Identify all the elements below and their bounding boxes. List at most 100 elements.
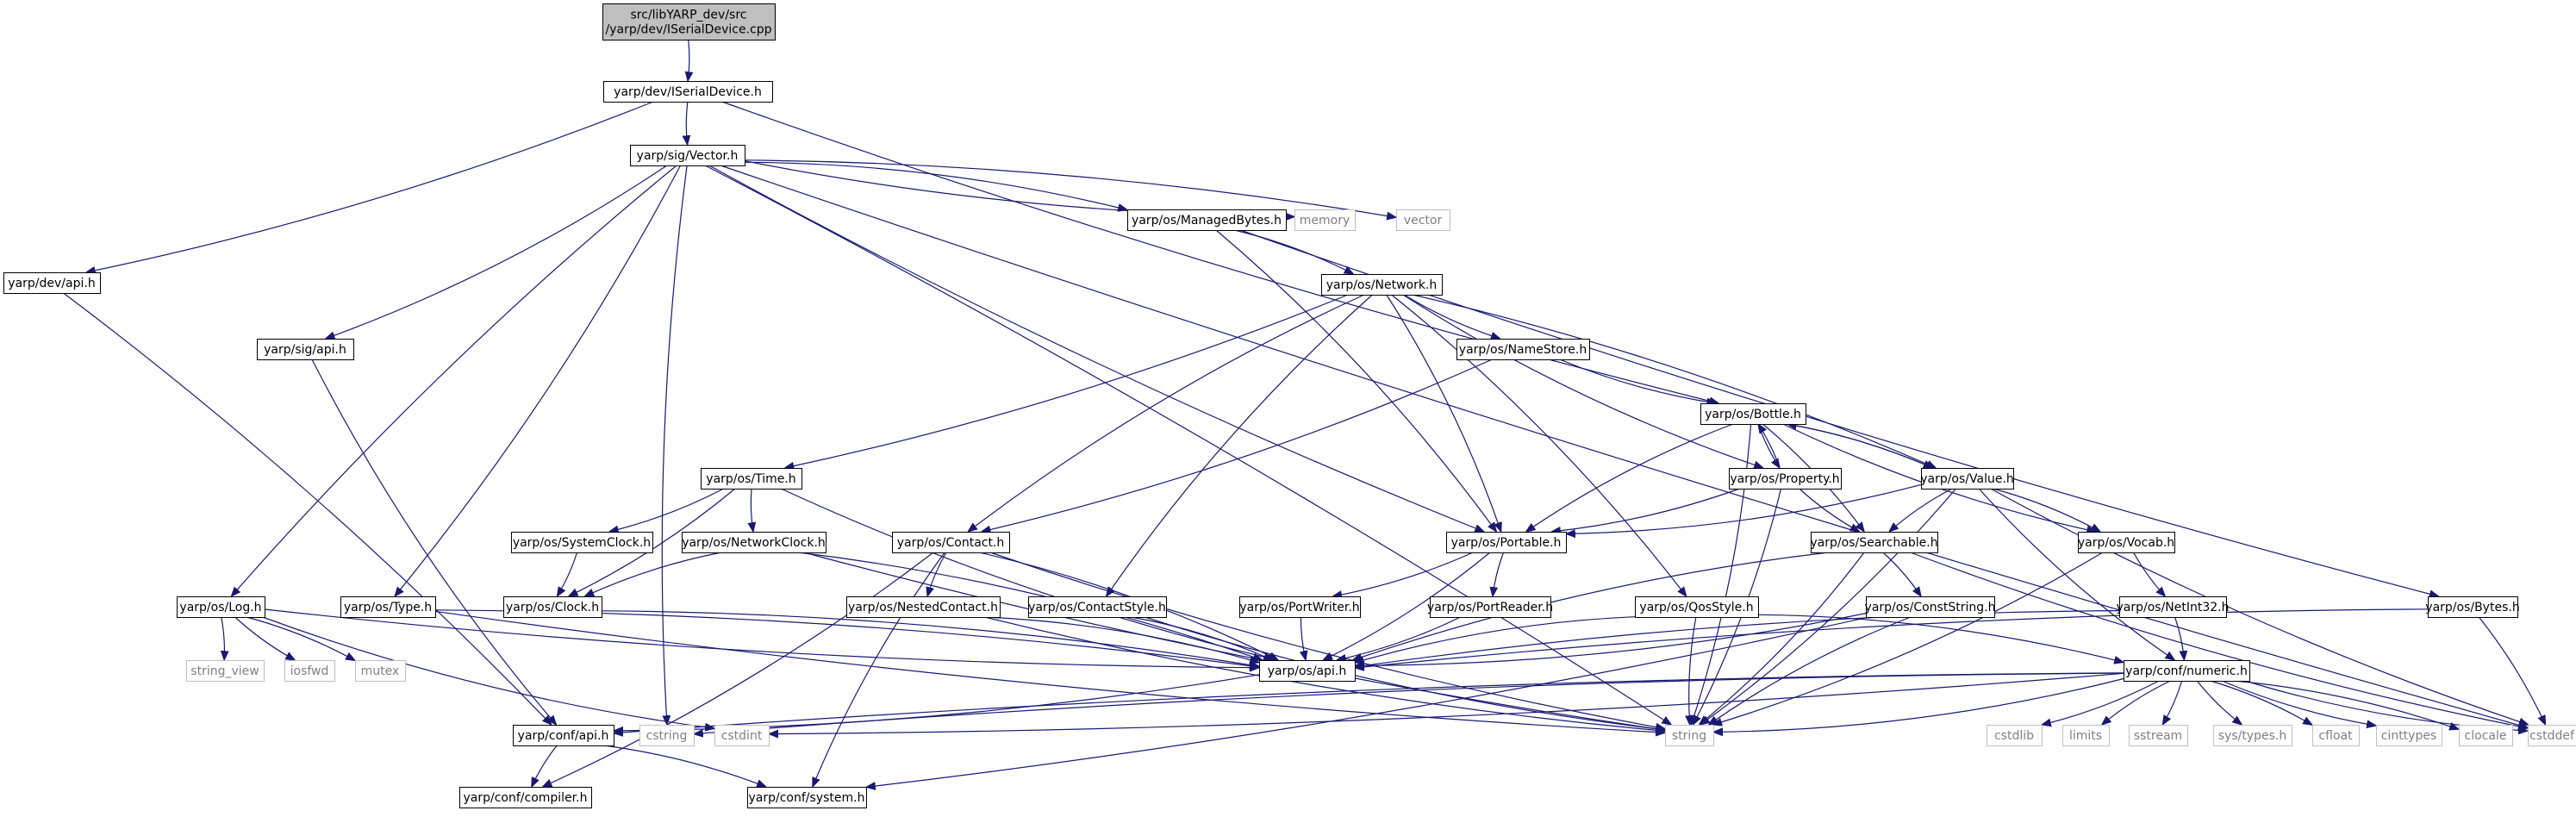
edge-searchable-to-conststring — [1882, 552, 1921, 596]
node-label-string: string — [1672, 729, 1706, 743]
node-box-time — [701, 468, 802, 490]
node-label-vector: vector — [1404, 214, 1443, 228]
node-iserialdevice_h[interactable]: yarp/dev/ISerialDevice.h — [603, 81, 773, 103]
node-cstdint: cstdint — [714, 725, 770, 746]
edge-numeric-to-sys_types — [2196, 680, 2242, 725]
node-portable[interactable]: yarp/os/Portable.h — [1446, 532, 1567, 553]
edge-type-to-os_api — [434, 609, 1259, 667]
edge-contact-to-compiler — [543, 552, 934, 787]
node-conststring[interactable]: yarp/os/ConstString.h — [1865, 596, 1996, 618]
node-iserialdevice_cpp[interactable]: src/libYARP_dev/src/yarp/dev/ISerialDevi… — [602, 3, 776, 41]
node-box-string_view — [186, 660, 265, 682]
edge-portreader-to-os_api — [1337, 616, 1461, 660]
node-limits: limits — [2062, 725, 2110, 746]
node-box-dev_api — [3, 272, 101, 294]
node-clock[interactable]: yarp/os/Clock.h — [503, 596, 602, 618]
node-log[interactable]: yarp/os/Log.h — [177, 596, 265, 618]
node-string_view: string_view — [186, 660, 265, 682]
node-numeric[interactable]: yarp/conf/numeric.h — [2124, 660, 2250, 682]
node-os_api[interactable]: yarp/os/api.h — [1259, 660, 1356, 682]
edge-searchable-to-cstddef — [1910, 552, 2528, 728]
edge-nestedcontact-to-os_api — [985, 616, 1259, 663]
edge-log-to-os_api — [264, 608, 1259, 668]
node-vocab[interactable]: yarp/os/Vocab.h — [2078, 532, 2175, 553]
node-label-numeric: yarp/conf/numeric.h — [2125, 664, 2248, 678]
node-netint32[interactable]: yarp/os/NetInt32.h — [2116, 596, 2230, 618]
edge-os_api-to-conf_api — [614, 674, 1260, 731]
node-label-property: yarp/os/Property.h — [1730, 472, 1839, 486]
node-label-type: yarp/os/Type.h — [344, 601, 432, 614]
edge-namestore-to-bottle — [1559, 359, 1717, 403]
node-label-portreader: yarp/os/PortReader.h — [1427, 601, 1553, 614]
node-system[interactable]: yarp/conf/system.h — [747, 787, 867, 808]
edge-portable-to-os_api — [1323, 552, 1491, 660]
edge-property-to-bottle — [1758, 424, 1781, 469]
node-box-cstdint — [714, 725, 770, 746]
node-bottle[interactable]: yarp/os/Bottle.h — [1700, 403, 1806, 425]
node-networkclock[interactable]: yarp/os/NetworkClock.h — [682, 532, 826, 553]
edge-qosstyle-to-numeric — [1757, 614, 2124, 662]
edge-portable-to-portreader — [1493, 552, 1505, 596]
node-sig_api[interactable]: yarp/sig/api.h — [257, 339, 354, 360]
node-searchable[interactable]: yarp/os/Searchable.h — [1810, 532, 1938, 553]
node-systemclock[interactable]: yarp/os/SystemClock.h — [511, 532, 653, 553]
edge-network-to-value — [1413, 294, 1936, 468]
node-contactstyle[interactable]: yarp/os/ContactStyle.h — [1028, 596, 1167, 618]
edge-numeric-to-clocale — [2234, 680, 2460, 729]
edge-bottle-to-portable — [1526, 423, 1734, 532]
node-conf_api[interactable]: yarp/conf/api.h — [513, 725, 614, 746]
node-compiler[interactable]: yarp/conf/compiler.h — [459, 787, 592, 808]
node-network[interactable]: yarp/os/Network.h — [1321, 274, 1443, 296]
node-box-cfloat — [2312, 725, 2360, 746]
node-managedbytes[interactable]: yarp/os/ManagedBytes.h — [1127, 209, 1287, 231]
node-namestore[interactable]: yarp/os/NameStore.h — [1456, 339, 1590, 360]
node-mutex: mutex — [355, 660, 406, 682]
node-box-contactstyle — [1028, 596, 1167, 618]
node-cstddef: cstddef — [2528, 725, 2576, 746]
node-cfloat: cfloat — [2312, 725, 2360, 746]
edge-clock-to-os_api — [601, 610, 1259, 667]
node-portwriter[interactable]: yarp/os/PortWriter.h — [1239, 596, 1361, 618]
node-value[interactable]: yarp/os/Value.h — [1920, 468, 2014, 490]
node-box-system — [747, 787, 867, 808]
node-label-portable: yarp/os/Portable.h — [1451, 536, 1562, 550]
edge-time-to-os_api — [780, 488, 1277, 660]
node-box-log — [177, 596, 265, 618]
node-nestedcontact[interactable]: yarp/os/NestedContact.h — [846, 596, 1001, 618]
edge-network-to-portable — [1386, 294, 1501, 532]
dependency-edges — [63, 39, 2546, 787]
node-bytes[interactable]: yarp/os/Bytes.h — [2425, 596, 2520, 618]
node-label-netint32: yarp/os/NetInt32.h — [2116, 601, 2229, 614]
node-label-nestedcontact: yarp/os/NestedContact.h — [848, 601, 998, 614]
node-property[interactable]: yarp/os/Property.h — [1729, 468, 1842, 490]
edge-sig_vector-to-log — [231, 165, 677, 596]
node-sig_vector[interactable]: yarp/sig/Vector.h — [630, 145, 745, 166]
node-box-vocab — [2078, 532, 2175, 553]
edge-network-to-time — [785, 294, 1349, 468]
node-box-cinttypes — [2376, 725, 2442, 746]
node-box-conststring — [1866, 596, 1995, 618]
node-type[interactable]: yarp/os/Type.h — [340, 596, 436, 618]
node-label-iosfwd: iosfwd — [290, 664, 329, 678]
edge-sig_vector-to-sig_api — [326, 165, 668, 339]
edge-conststring-to-os_api — [1355, 613, 1867, 666]
node-label-conf_api: yarp/conf/api.h — [518, 729, 609, 743]
node-box-type — [340, 596, 436, 618]
edge-value-to-portable — [1566, 483, 1922, 533]
node-label-mutex: mutex — [361, 664, 400, 678]
node-dev_api[interactable]: yarp/dev/api.h — [3, 272, 101, 294]
node-box-os_api — [1259, 660, 1356, 682]
node-sstream: sstream — [2129, 725, 2188, 746]
node-contact[interactable]: yarp/os/Contact.h — [892, 532, 1010, 553]
node-label-vocab: yarp/os/Vocab.h — [2078, 536, 2174, 550]
node-portreader[interactable]: yarp/os/PortReader.h — [1427, 596, 1553, 618]
node-qosstyle[interactable]: yarp/os/QosStyle.h — [1635, 596, 1759, 618]
edge-sig_vector-to-string — [704, 165, 1671, 725]
node-box-nestedcontact — [846, 596, 1001, 618]
edge-sig_vector-to-portable — [708, 165, 1484, 533]
node-label-memory: memory — [1300, 214, 1350, 228]
edge-value-to-string — [1700, 488, 1956, 725]
node-label-contact: yarp/os/Contact.h — [897, 536, 1005, 550]
node-label-cstddef: cstddef — [2529, 729, 2575, 743]
node-time[interactable]: yarp/os/Time.h — [701, 468, 802, 490]
